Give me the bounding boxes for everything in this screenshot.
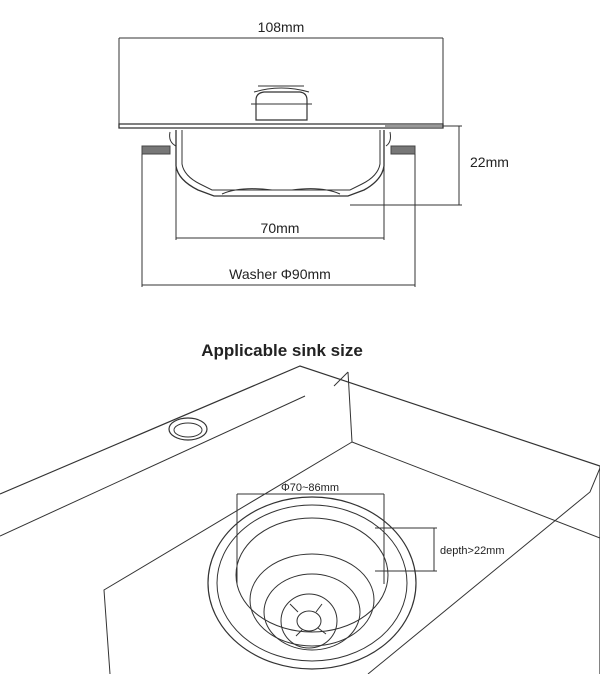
sink-drain — [207, 496, 417, 670]
diameter-dimension-line — [236, 493, 385, 584]
washer-dimension-line — [141, 154, 416, 287]
washer-label: Washer Φ90mm — [229, 266, 331, 282]
strainer-washer — [141, 131, 416, 155]
width-dimension-line — [118, 37, 444, 124]
basket-width-label: 70mm — [261, 220, 300, 236]
depth-dimension-line — [375, 527, 437, 572]
faucet-hole — [168, 417, 208, 441]
strainer-knob — [251, 85, 312, 121]
basket-dimension-line — [175, 166, 385, 240]
diameter-label: Φ70~86mm — [281, 482, 339, 494]
strainer-basket — [175, 130, 385, 197]
strainer-lid — [118, 123, 444, 129]
strainer-side-view — [118, 37, 462, 287]
sink-basin-back — [347, 371, 600, 539]
width-label: 108mm — [258, 19, 305, 35]
sink-outer-rim — [0, 365, 600, 674]
sink-title: Applicable sink size — [201, 341, 363, 360]
height-dimension-line — [350, 125, 462, 206]
depth-label: depth>22mm — [440, 545, 505, 557]
height-label: 22mm — [470, 154, 509, 170]
sink-perspective-view — [0, 365, 600, 675]
